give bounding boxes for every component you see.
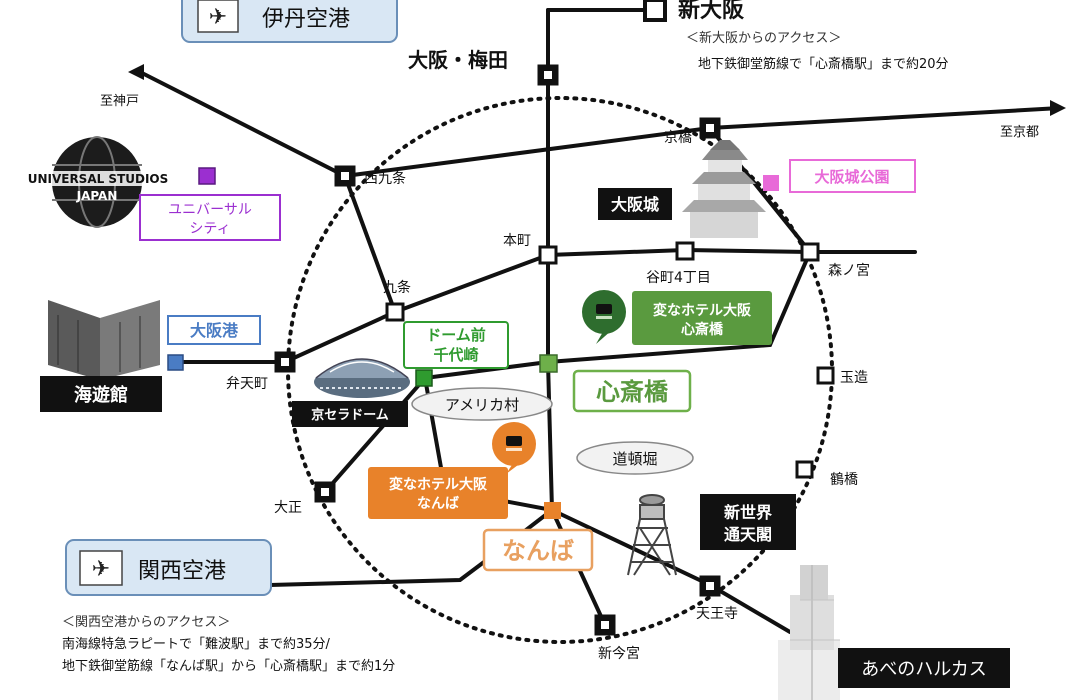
kyocera-dome-illustration	[314, 358, 410, 398]
osakajo-koen-box	[789, 159, 916, 193]
station-morinomiya: 森ノ宮	[828, 263, 870, 279]
kansai-airport-box: ✈ 関西空港	[65, 539, 272, 596]
hotel-shinsaibashi-pin-icon	[582, 290, 626, 344]
station-tennoji: 天王寺	[696, 606, 738, 622]
destination-kyoto: 至京都	[1000, 125, 1039, 140]
kaiyukan-illustration	[48, 300, 160, 380]
shinsaibashi-marker	[539, 354, 558, 373]
usj-city-label-2: シティ	[189, 221, 230, 237]
hotel-shinsaibashi-label-2: 心斎橋	[681, 321, 724, 338]
namba-box	[482, 528, 594, 572]
america-mura-bubble	[411, 387, 553, 421]
osaka-port-label: 大阪港	[190, 321, 239, 340]
usj-logo-line2: JAPAN	[76, 189, 118, 203]
namba-label: なんば	[502, 537, 574, 565]
osaka-castle-illustration	[682, 140, 766, 238]
station-kujo: 九条	[383, 279, 411, 296]
tsutenkaku-illustration	[627, 494, 677, 576]
station-umeda: 大阪・梅田	[408, 48, 508, 72]
shinsaibashi-label: 心斎橋	[596, 378, 669, 406]
osakajo-koen-label: 大阪城公園	[814, 168, 889, 186]
abeno-harukas-label: あべのハルカス	[861, 659, 986, 680]
itami-airport-label: 伊丹空港	[262, 7, 350, 32]
station-shin-osaka: 新大阪	[678, 0, 744, 23]
station-nishikujo: 西九条	[364, 170, 406, 187]
station-bentencho: 弁天町	[226, 376, 268, 392]
station-tamatsukuri: 玉造	[840, 370, 868, 386]
dome-mae-label-1: ドーム前	[426, 326, 486, 344]
shinsekai-label-1: 新世界	[724, 503, 772, 522]
destination-kobe: 至神戸	[100, 94, 139, 109]
kaiyukan-label: 海遊館	[74, 384, 128, 406]
shin-osaka-access-line: 地下鉄御堂筋線で「心斎橋駅」まで約20分	[698, 56, 949, 72]
airplane-icon: ✈	[92, 557, 110, 582]
hotel-namba-pin-icon	[492, 422, 536, 474]
kaiyukan-label-box	[40, 376, 162, 412]
usj-city-marker	[198, 167, 216, 185]
kyocera-dome-label-box	[292, 401, 408, 427]
osaka-port-marker	[167, 354, 184, 371]
abeno-harukas-box	[838, 648, 1010, 688]
kansai-airport-label: 関西空港	[138, 559, 226, 584]
hotel-shinsaibashi-box	[632, 291, 772, 345]
dome-mae-label-2: 千代崎	[433, 346, 478, 364]
osaka-port-box	[167, 315, 261, 345]
usj-city-label-1: ユニバーサル	[168, 202, 252, 218]
usj-logo: UNIVERSAL STUDIOS JAPAN	[18, 136, 178, 228]
kansai-access-line1: 南海線特急ラピートで「難波駅」まで約35分/	[62, 636, 331, 652]
shinsekai-box	[700, 494, 796, 550]
abeno-harukas-illustration	[778, 565, 840, 700]
osakajo-koen-marker	[763, 175, 779, 191]
station-markers	[274, 0, 835, 636]
osaka-castle-label-box	[598, 188, 672, 220]
kyocera-dome-label: 京セラドーム	[311, 407, 389, 423]
kyoto-arrow-icon	[1050, 100, 1066, 116]
dotonbori-label: 道頓堀	[612, 450, 657, 468]
hotel-shinsaibashi-label-1: 変なホテル大阪	[653, 302, 752, 319]
hotel-namba-label-2: なんば	[417, 496, 459, 512]
osaka-castle-label: 大阪城	[611, 195, 659, 214]
station-taisho: 大正	[274, 500, 302, 516]
usj-logo-line1: UNIVERSAL STUDIOS	[28, 172, 169, 186]
hotel-namba-label-1: 変なホテル大阪	[389, 476, 488, 493]
dome-mae-box	[403, 321, 509, 369]
kansai-access-line2: 地下鉄御堂筋線「なんば駅」から「心斎橋駅」まで約1分	[62, 658, 395, 674]
station-kyobashi: 京橋	[664, 130, 692, 146]
kansai-access-heading: ＜関西空港からのアクセス＞	[62, 615, 230, 630]
kobe-arrow-icon	[128, 64, 144, 80]
station-tsuruhashi: 鶴橋	[830, 471, 858, 488]
itami-airport-box: ✈ 伊丹空港	[181, 0, 398, 43]
shin-osaka-access-heading: ＜新大阪からのアクセス＞	[686, 30, 841, 46]
hotel-namba-box	[368, 467, 508, 519]
namba-marker	[544, 502, 561, 519]
shinsekai-label-2: 通天閣	[724, 525, 772, 544]
station-honmachi: 本町	[503, 233, 531, 249]
airplane-icon: ✈	[209, 5, 227, 30]
station-shin-imamiya: 新今宮	[598, 646, 640, 662]
america-mura-label: アメリカ村	[445, 396, 519, 414]
station-tanimachi4: 谷町4丁目	[646, 270, 711, 286]
dome-mae-marker	[415, 369, 433, 387]
dotonbori-bubble	[576, 441, 694, 475]
destination-arrows	[128, 64, 1066, 116]
usj-city-box	[139, 194, 281, 241]
shinsaibashi-box	[572, 369, 692, 413]
